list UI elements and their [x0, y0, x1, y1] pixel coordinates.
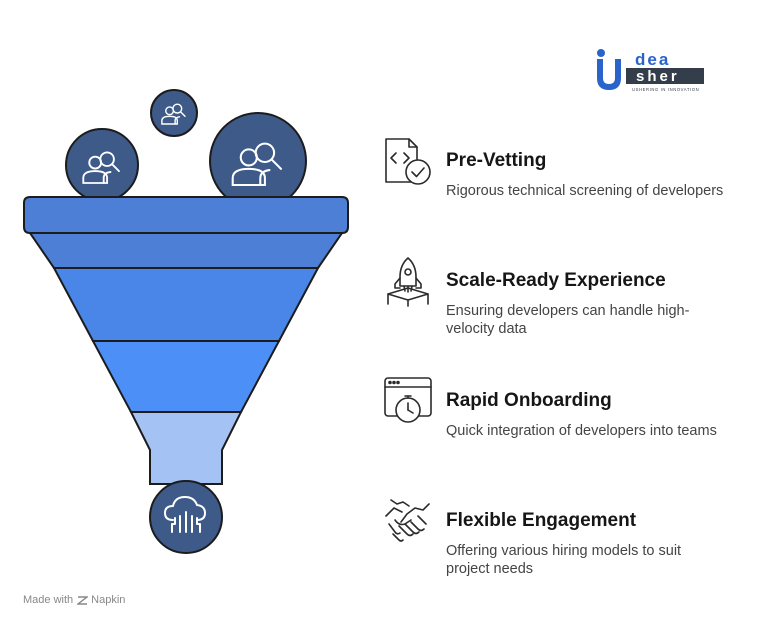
step-title: Flexible Engagement	[446, 510, 637, 531]
bubble-large-right	[209, 112, 307, 210]
two-people-search-icon	[161, 103, 186, 125]
step-scale-ready-experience: Scale-Ready Experience Ensuring develope…	[446, 270, 746, 338]
logo-bottom-word: sher	[636, 68, 680, 85]
logo-top-word: dea	[635, 50, 670, 69]
bubble-medium-left	[65, 128, 139, 202]
two-people-search-icon	[231, 142, 283, 187]
step-description: Ensuring developers can handle high-velo…	[446, 303, 690, 337]
handshake-icon	[385, 499, 430, 542]
code-check-icon	[385, 138, 431, 185]
step-description: Rigorous technical screening of develope…	[446, 183, 724, 199]
funnel-layer-1-body	[28, 232, 344, 269]
step-description: Offering various hiring models to suit p…	[446, 543, 682, 577]
funnel-layer-1	[23, 196, 349, 234]
bubble-output	[149, 480, 223, 554]
two-people-search-icon	[82, 151, 120, 184]
napkin-label: Napkin	[91, 594, 126, 606]
funnel-layer-3	[91, 340, 281, 413]
step-description: Quick integration of developers into tea…	[446, 423, 717, 439]
stopwatch-browser-icon	[384, 377, 432, 423]
logo-tagline: USHERING IN INNOVATION	[632, 87, 699, 92]
idea-usher-logo: dea sher USHERING IN INNOVATION	[597, 49, 704, 92]
napkin-logo-icon	[77, 595, 89, 605]
funnel-layer-2	[52, 267, 320, 342]
step-pre-vetting: Pre-Vetting Rigorous technical screening…	[446, 150, 746, 200]
bubble-small-top	[150, 89, 198, 137]
step-title: Pre-Vetting	[446, 150, 547, 171]
step-title: Rapid Onboarding	[446, 390, 612, 411]
napkin-brand[interactable]: Napkin	[77, 594, 125, 606]
cloud-circuit-icon	[164, 496, 206, 533]
footer-attribution: Made with Napkin	[23, 594, 125, 606]
step-flexible-engagement: Flexible Engagement Offering various hir…	[446, 510, 746, 578]
rocket-icon	[387, 257, 429, 307]
made-with-label: Made with	[23, 594, 74, 606]
step-rapid-onboarding: Rapid Onboarding Quick integration of de…	[446, 390, 746, 440]
step-title: Scale-Ready Experience	[446, 270, 666, 291]
funnel-layer-4	[129, 411, 243, 485]
